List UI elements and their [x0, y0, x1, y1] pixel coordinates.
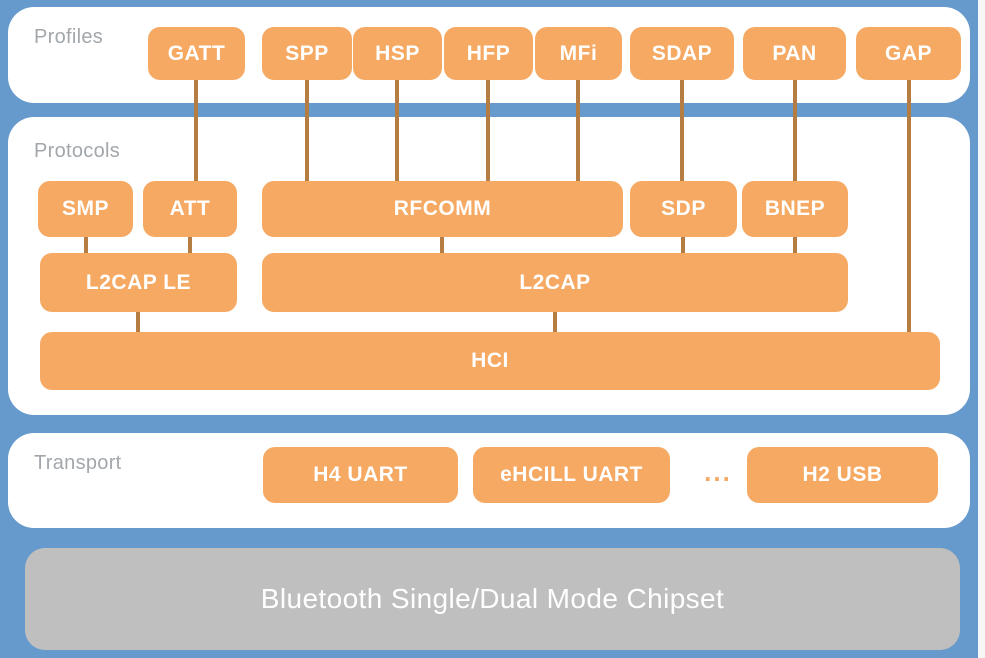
chipset-label: Bluetooth Single/Dual Mode Chipset	[260, 583, 725, 614]
connector-bnep-l2cap	[793, 236, 797, 254]
protocols-section-label: Protocols	[34, 140, 121, 162]
connector-hsp-rfcomm	[395, 80, 399, 181]
connector-rfcomm-l2cap	[440, 236, 444, 254]
profile-box-pan: PAN	[743, 27, 846, 80]
profile-box-gatt: GATT	[148, 27, 245, 80]
connector-gap-hci	[907, 80, 911, 332]
profile-box-gap: GAP	[856, 27, 961, 80]
transport-box-ehcill-uart: eHCILL UART	[473, 447, 670, 503]
connector-gatt-att	[194, 80, 198, 181]
connector-spp-rfcomm	[305, 80, 309, 181]
connector-sdap-sdp	[680, 80, 684, 181]
profile-box-hfp: HFP	[444, 27, 533, 80]
connector-smp-l2caple	[84, 236, 88, 254]
connector-hfp-rfcomm	[486, 80, 490, 181]
protocol-box-hci: HCI	[40, 332, 940, 390]
protocol-box-sdp: SDP	[630, 181, 737, 237]
connector-att-l2caple	[188, 236, 192, 254]
protocol-box-smp: SMP	[38, 181, 133, 237]
profile-box-sdap: SDAP	[630, 27, 734, 80]
profile-box-mfi: MFi	[535, 27, 622, 80]
connector-pan-bnep	[793, 80, 797, 181]
profiles-section-label: Profiles	[34, 26, 104, 48]
protocol-box-bnep: BNEP	[742, 181, 848, 237]
protocol-box-att: ATT	[143, 181, 237, 237]
protocol-box-l2cap: L2CAP	[262, 253, 848, 312]
protocol-box-l2cap-le: L2CAP LE	[40, 253, 237, 312]
profile-box-hsp: HSP	[353, 27, 442, 80]
connector-l2caple-hci	[136, 311, 140, 333]
connector-mfi-rfcomm	[576, 80, 580, 181]
connector-sdp-l2cap	[681, 236, 685, 254]
connector-l2cap-hci	[553, 311, 557, 333]
chipset-bar: Bluetooth Single/Dual Mode Chipset	[25, 548, 960, 650]
protocol-box-rfcomm: RFCOMM	[262, 181, 623, 237]
profile-box-spp: SPP	[262, 27, 352, 80]
transport-box-h4-uart: H4 UART	[263, 447, 458, 503]
transport-ellipsis: ...	[704, 456, 732, 487]
transport-section-label: Transport	[34, 452, 122, 474]
transport-box-h2-usb: H2 USB	[747, 447, 938, 503]
